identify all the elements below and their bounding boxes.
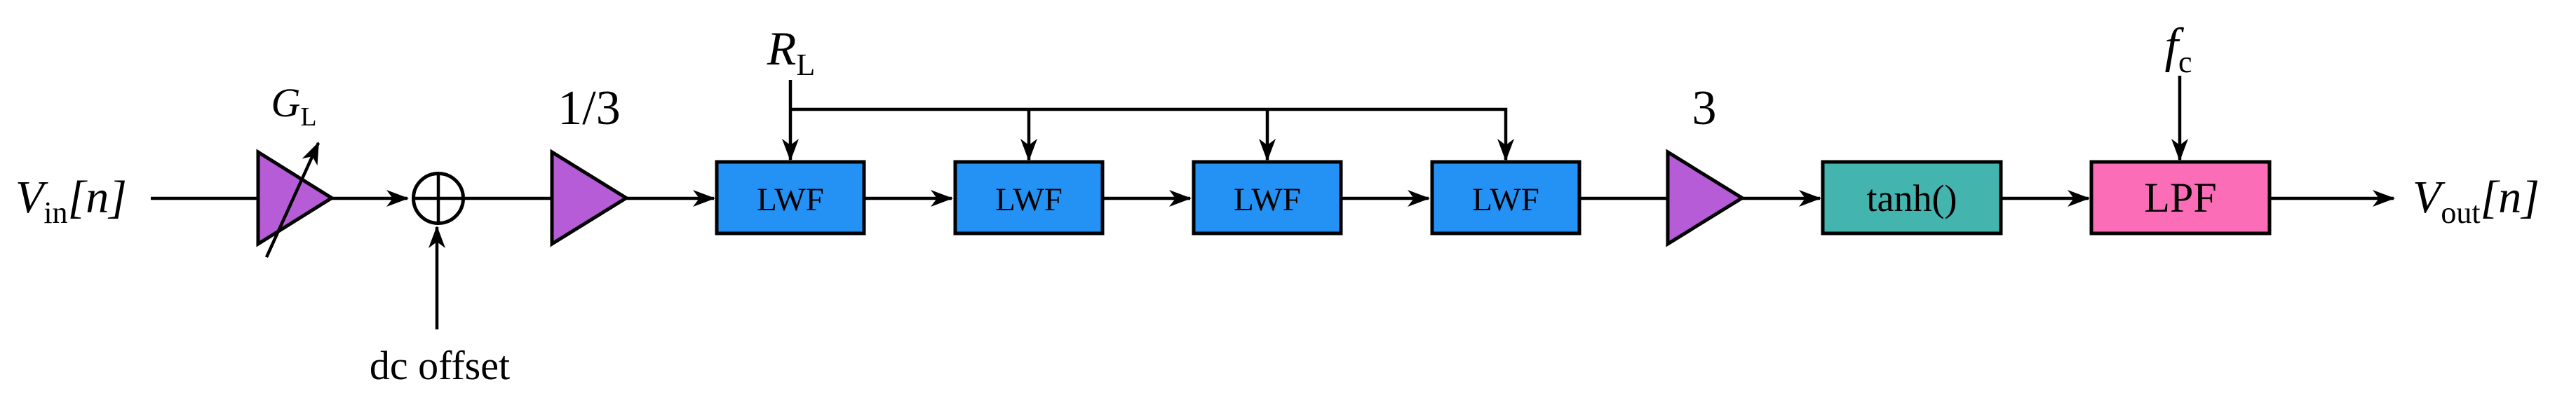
- lwf-param-label: RL: [767, 22, 815, 82]
- input-signal-label: Vin[n]: [15, 172, 127, 230]
- lpf-box-label: LPF: [2144, 175, 2216, 221]
- lwf-box-3-label: LWF: [1234, 182, 1301, 218]
- lwf-box-1-label: LWF: [757, 182, 824, 218]
- lwf-box-4-label: LWF: [1472, 182, 1539, 218]
- lwf-box-2-label: LWF: [995, 182, 1063, 218]
- variable-gain-arrow-icon: [264, 142, 321, 258]
- post-gain-amplifier: [1666, 149, 1746, 247]
- tanh-box-label: tanh(): [1867, 177, 1957, 219]
- lpf-box: [2089, 160, 2272, 235]
- lwf-box-2: [953, 160, 1105, 235]
- pre-gain-label: 1/3: [558, 81, 620, 135]
- post-gain-label: 3: [1692, 81, 1717, 135]
- lwf-box-1: [715, 160, 866, 235]
- dc-offset-label: dc offset: [370, 343, 510, 388]
- output-signal-label: Vout[n]: [2413, 172, 2540, 230]
- pre-gain-amplifier: [550, 149, 630, 247]
- input-gain-label: GL: [271, 80, 316, 132]
- tanh-box: [1821, 160, 2003, 235]
